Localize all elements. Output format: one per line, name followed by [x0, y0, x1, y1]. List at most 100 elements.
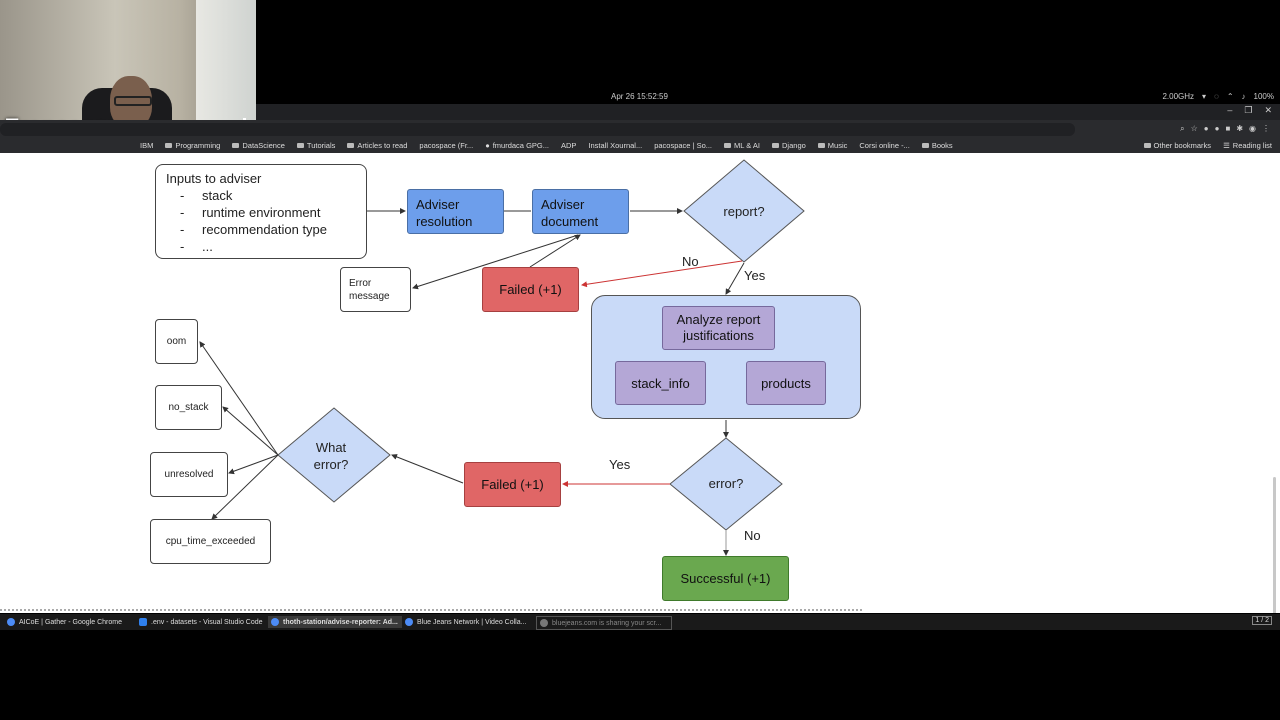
bookmark-item[interactable]: pacospace | So...: [654, 141, 713, 150]
bookmark-item[interactable]: ●fmurdaca GPG...: [485, 141, 549, 150]
taskbar-item-chrome-gather[interactable]: AICoE | Gather - Google Chrome: [4, 616, 136, 628]
folder-icon: [296, 143, 304, 148]
list-item: -recommendation type: [180, 222, 328, 237]
extension-icon[interactable]: ■: [1225, 124, 1231, 133]
bookmark-folder[interactable]: Books: [921, 141, 953, 150]
adviser-resolution-box: Adviser resolution: [407, 189, 504, 234]
bookmark-item[interactable]: pacospace (Fr...: [419, 141, 474, 150]
notifications-icon[interactable]: ◌: [1214, 92, 1219, 101]
yes-label: Yes: [609, 457, 631, 472]
what-error-diamond: [277, 407, 391, 503]
error-unresolved-box: unresolved: [150, 452, 228, 497]
chrome-icon: [405, 618, 413, 626]
extension-icon[interactable]: ●: [1214, 124, 1220, 133]
browser-tab-strip[interactable]: [256, 104, 1280, 120]
taskbar-item-bluejeans[interactable]: Blue Jeans Network | Video Colla...: [402, 616, 534, 628]
video-glasses: [114, 96, 152, 106]
workspace-pager[interactable]: 1 / 2: [1252, 616, 1272, 625]
inputs-box: Inputs to adviser -stack -runtime enviro…: [155, 164, 367, 259]
arrow-to-unresolved: [228, 454, 279, 475]
no-label: No: [744, 528, 761, 543]
reading-list[interactable]: ☰Reading list: [1223, 141, 1272, 150]
taskbar-item-vscode[interactable]: .env - datasets - Visual Studio Code: [136, 616, 268, 628]
failed-box: Failed (+1): [464, 462, 561, 507]
no-label: No: [682, 254, 699, 269]
folder-icon: [921, 143, 929, 148]
bookmark-folder[interactable]: DataScience: [232, 141, 285, 150]
network-icon[interactable]: ▾: [1202, 92, 1207, 101]
bookmark-folder[interactable]: ML & AI: [724, 141, 760, 150]
bookmark-folder[interactable]: Django: [772, 141, 806, 150]
list-item: -stack: [180, 188, 233, 203]
error-no-stack-box: no_stack: [155, 385, 222, 430]
chrome-icon: [271, 618, 279, 626]
folder-icon: [347, 143, 355, 148]
adviser-document-box: Adviser document: [532, 189, 629, 234]
inputs-title: Inputs to adviser: [166, 171, 262, 186]
arrow-report-yes: [725, 262, 745, 295]
arrow-failed-whaterror: [391, 454, 464, 484]
bookmarks-bar: IBM Programming DataScience Tutorials Ar…: [0, 139, 1280, 153]
failed-box: Failed (+1): [482, 267, 579, 312]
folder-icon: [232, 143, 240, 148]
maximize-icon[interactable]: ❐: [1244, 105, 1253, 115]
what-error-question: What error?: [313, 440, 349, 472]
folder-icon: [724, 143, 732, 148]
system-clock: Apr 26 15:52:59: [611, 92, 668, 101]
system-top-bar: Apr 26 15:52:59 2.00GHz ▾ ◌ ⌃ ♪ 100%: [0, 90, 1280, 104]
yes-label: Yes: [744, 268, 766, 283]
star-icon[interactable]: ☆: [1190, 124, 1198, 133]
list-item: -runtime environment: [180, 205, 321, 220]
error-message-box: Error message: [340, 267, 411, 312]
bookmark-folder[interactable]: Programming: [165, 141, 220, 150]
extension-icons: ⌕ ☆ ● ● ■ ✱ ◉ ⋮: [1180, 124, 1270, 134]
bookmark-item[interactable]: ADP: [561, 141, 577, 150]
error-oom-box: oom: [155, 319, 198, 364]
folder-icon: [817, 143, 825, 148]
volume-icon[interactable]: ♪: [1241, 92, 1246, 101]
menu-icon[interactable]: ⋮: [1262, 124, 1270, 133]
products-box: products: [746, 361, 826, 405]
stack-info-box: stack_info: [615, 361, 706, 405]
report-diamond: [683, 159, 805, 263]
analyze-report-box: Analyze report justifications: [662, 306, 775, 350]
chrome-icon: [7, 618, 15, 626]
bookmark-item[interactable]: IBM: [140, 141, 154, 150]
battery-level[interactable]: 100%: [1253, 92, 1274, 101]
arrow-to-oom: [199, 341, 279, 456]
extension-icon[interactable]: ●: [1203, 124, 1209, 133]
bookmark-folder[interactable]: Music: [817, 141, 847, 150]
arrow-report-no: [581, 260, 743, 288]
bookmark-item[interactable]: Corsi online -...: [859, 141, 910, 150]
taskbar: AICoE | Gather - Google Chrome .env - da…: [0, 614, 1280, 630]
zoom-icon[interactable]: ⌕: [1180, 124, 1185, 133]
arrow-document-error-message: [412, 234, 579, 290]
slide-canvas: Inputs to adviser -stack -runtime enviro…: [0, 153, 1280, 613]
error-question: error?: [708, 476, 744, 491]
github-icon: ●: [485, 141, 490, 150]
wifi-icon[interactable]: ⌃: [1226, 92, 1234, 101]
bookmark-folder[interactable]: Tutorials: [296, 141, 335, 150]
address-bar[interactable]: [0, 123, 1075, 136]
taskbar-item-sharing[interactable]: bluejeans.com is sharing your scr...: [536, 616, 672, 630]
cpu-frequency[interactable]: 2.00GHz: [1162, 92, 1195, 101]
vertical-scrollbar[interactable]: [1273, 477, 1276, 613]
profile-avatar[interactable]: ◉: [1249, 124, 1256, 133]
bookmark-folder[interactable]: Articles to read: [347, 141, 407, 150]
bookmark-item[interactable]: Install Xournal...: [588, 141, 643, 150]
report-question: report?: [723, 204, 765, 219]
chrome-icon: [540, 619, 548, 627]
taskbar-item-advise-reporter[interactable]: thoth-station/advise-reporter: Ad...: [268, 616, 402, 628]
vscode-icon: [139, 618, 147, 626]
folder-icon: [1143, 143, 1151, 148]
folder-icon: [165, 143, 173, 148]
list-item: -...: [180, 239, 213, 254]
video-person-head: [110, 76, 152, 128]
arrow-failed-document: [529, 234, 581, 268]
puzzle-icon[interactable]: ✱: [1236, 124, 1244, 133]
minimize-icon[interactable]: –: [1227, 105, 1233, 115]
close-icon[interactable]: ✕: [1264, 105, 1272, 115]
folder-icon: [772, 143, 780, 148]
window-controls: – ❐ ✕: [1227, 105, 1272, 116]
other-bookmarks[interactable]: Other bookmarks: [1143, 141, 1211, 150]
